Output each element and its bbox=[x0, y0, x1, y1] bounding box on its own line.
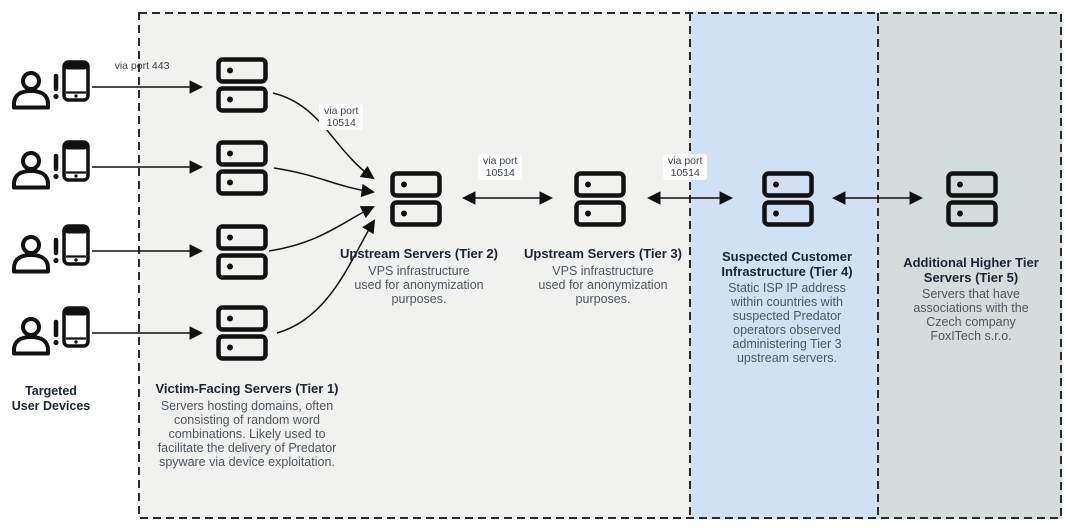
tier4-title: Suspected Customer Infrastructure (Tier … bbox=[721, 249, 853, 279]
tier1-server-icon bbox=[219, 308, 266, 359]
tier2-server-icon bbox=[393, 174, 440, 225]
user-device-icon bbox=[14, 308, 88, 354]
tier1-server-icon bbox=[219, 227, 266, 278]
tier4-description: Static ISP IP address within countries w… bbox=[728, 281, 846, 365]
tier3-description: VPS infrastructure used for anonymizatio… bbox=[538, 263, 668, 306]
device-to-tier1-arrows bbox=[92, 80, 204, 340]
targeted-user-devices-label: Targeted User Devices bbox=[11, 384, 91, 413]
tier5-caption: Additional Higher Tier Servers (Tier 5) … bbox=[886, 255, 1056, 343]
zone-tier-5 bbox=[878, 12, 1062, 519]
user-device-icon bbox=[14, 226, 88, 272]
user-device-icon bbox=[14, 142, 88, 188]
tier4-caption: Suspected Customer Infrastructure (Tier … bbox=[702, 249, 872, 365]
tier3-caption: Upstream Servers (Tier 3) VPS infrastruc… bbox=[508, 246, 698, 306]
port-label-443: via port 443 bbox=[114, 60, 170, 72]
tier2-caption: Upstream Servers (Tier 2) VPS infrastruc… bbox=[324, 246, 514, 306]
tier5-description: Servers that have associations with the … bbox=[913, 287, 1029, 343]
tier2-title: Upstream Servers (Tier 2) bbox=[339, 246, 498, 261]
port-label-10514-t2-t3: via port 10514 bbox=[478, 154, 523, 180]
tier1-title: Victim-Facing Servers (Tier 1) bbox=[155, 381, 339, 396]
tier4-server-icon bbox=[765, 174, 812, 225]
tier1-description: Servers hosting domains, often consistin… bbox=[157, 398, 337, 469]
tier5-server-icon bbox=[949, 174, 996, 225]
user-device-icon bbox=[14, 62, 88, 108]
tier5-title: Additional Higher Tier Servers (Tier 5) bbox=[903, 255, 1039, 285]
tier3-title: Upstream Servers (Tier 3) bbox=[523, 246, 682, 261]
port-label-10514-t3-t4: via port 10514 bbox=[663, 154, 708, 180]
tier2-description: VPS infrastructure used for anonymizatio… bbox=[354, 263, 484, 306]
zone-tier-4 bbox=[690, 12, 878, 519]
tier1-server-icon bbox=[219, 60, 266, 111]
tier3-server-icon bbox=[577, 174, 624, 225]
tier1-caption: Victim-Facing Servers (Tier 1) Servers h… bbox=[137, 381, 357, 469]
port-label-10514-t1-t2: via port 10514 bbox=[319, 104, 364, 130]
dashed-frame bbox=[138, 12, 1062, 519]
tier1-server-icon bbox=[219, 143, 266, 194]
